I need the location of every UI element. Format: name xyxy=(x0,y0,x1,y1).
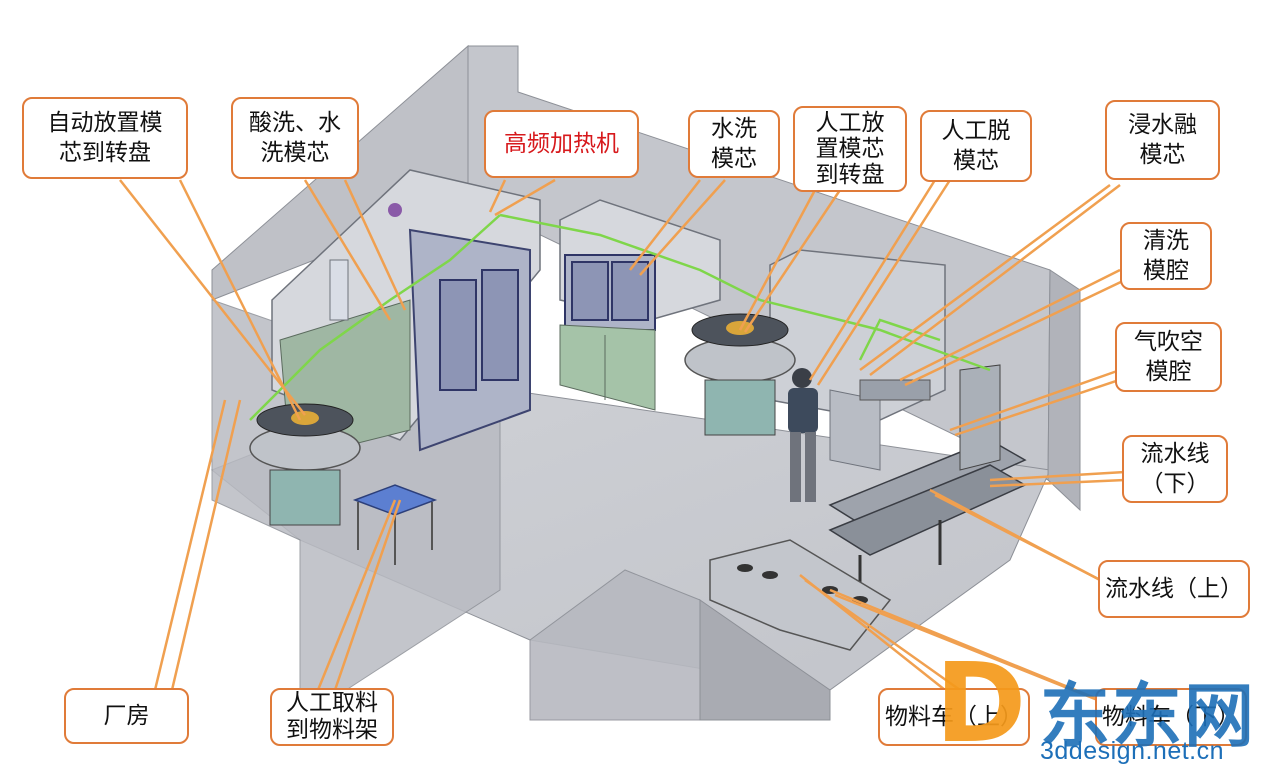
turntable-right xyxy=(684,313,796,436)
callout-air-blow: 气吹空 模腔 xyxy=(1115,322,1222,392)
callout-line-upper: 流水线（上） xyxy=(1098,560,1250,618)
callout-manual-place: 人工放 置模芯 到转盘 xyxy=(793,106,907,192)
callout-immerse: 浸水融 模芯 xyxy=(1105,100,1220,180)
watermark-url: 3ddesign.net.cn xyxy=(1040,737,1225,765)
callout-pickle-wash: 酸洗、水 洗模芯 xyxy=(231,97,359,179)
watermark-site-name: 东东网 xyxy=(1040,675,1256,757)
callout-workshop: 厂房 xyxy=(64,688,189,744)
front-right-floor-edge xyxy=(699,599,831,721)
callout-cart-lower: 物料车（下） xyxy=(1095,688,1247,746)
flow-arrows xyxy=(249,213,991,421)
callout-clean-cavity: 清洗 模腔 xyxy=(1120,222,1212,290)
callout-manual-remove: 人工脱 模芯 xyxy=(920,110,1032,182)
callout-hf-heater: 高频加热机 xyxy=(484,110,639,178)
callout-manual-pick: 人工取料 到物料架 xyxy=(270,688,394,746)
operator-figure xyxy=(788,368,818,502)
leader-lines xyxy=(119,178,1126,707)
turntable-left xyxy=(249,403,361,526)
callout-cart-upper: 物料车（上） xyxy=(878,688,1030,746)
callout-auto-place: 自动放置模 芯到转盘 xyxy=(22,97,188,179)
demold-station xyxy=(769,249,946,471)
watermark-logo-letter: D xyxy=(935,639,1027,767)
conveyor-line xyxy=(828,364,1027,600)
callout-line-lower: 流水线 （下） xyxy=(1122,435,1228,503)
material-cart xyxy=(709,539,892,651)
callout-water-wash: 水洗 模芯 xyxy=(688,110,780,178)
